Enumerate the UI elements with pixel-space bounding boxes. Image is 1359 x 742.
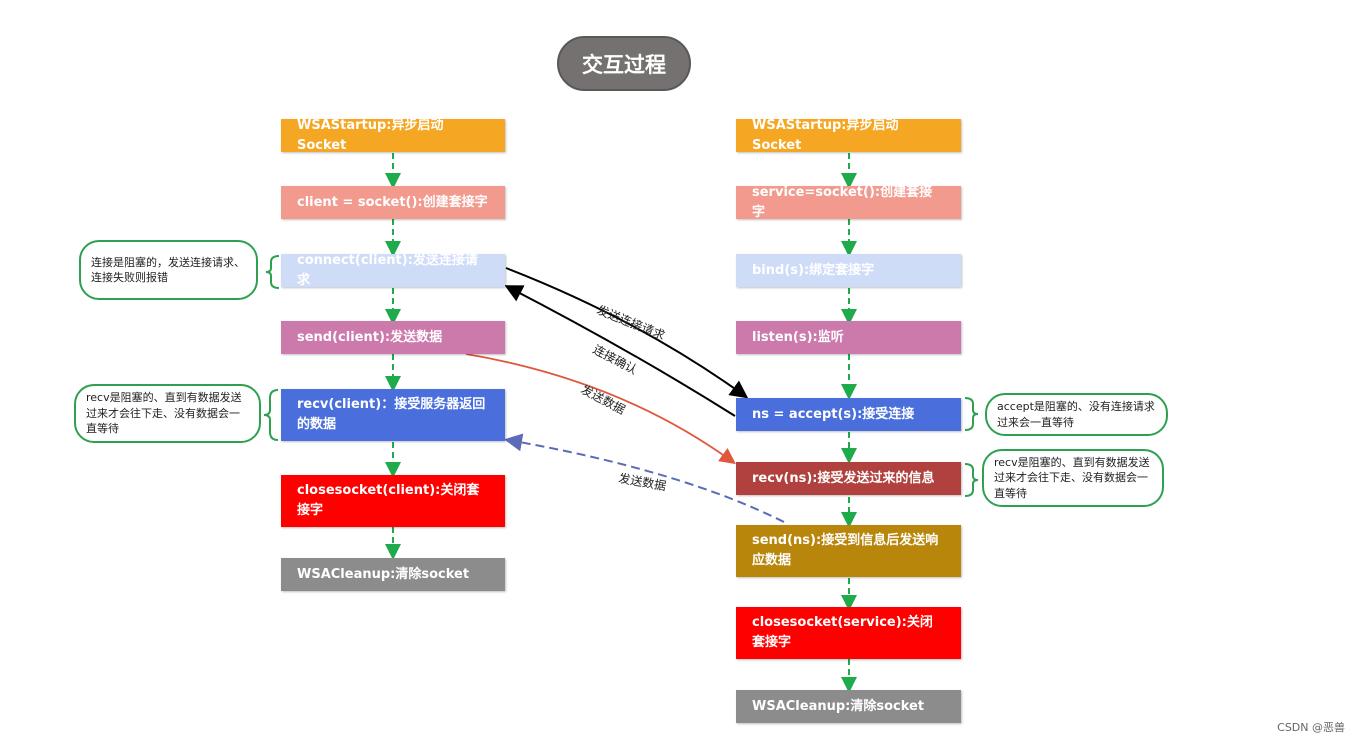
label-send-request: 发送连接请求	[595, 302, 667, 343]
server-recv-box: recv(ns):接受发送过来的信息	[736, 462, 961, 495]
note-brackets	[263, 255, 979, 497]
server-bind-box: bind(s):绑定套接字	[736, 254, 961, 287]
client-startup-box: WSAStartup:异步启动Socket	[281, 118, 505, 153]
note-recv-server-blocking: recv是阻塞的、直到有数据发送过来才会往下走、没有数据会一直等待	[982, 449, 1164, 507]
server-accept-box: ns = accept(s):接受连接	[736, 398, 961, 431]
client-connect-box: connect(client):发送连接请求	[281, 253, 505, 288]
send-data-arrow-1	[465, 353, 736, 465]
client-send-box: send(client):发送数据	[281, 321, 505, 354]
footer-watermark: CSDN @恶兽	[1277, 721, 1345, 734]
server-socket-box: service=socket():创建套接字	[736, 185, 961, 220]
note-recv-client-blocking: recv是阻塞的、直到有数据发送过来才会往下走、没有数据会一直等待	[74, 384, 261, 443]
note-connect-blocking: 连接是阻塞的，发送连接请求、连接失败则报错	[79, 240, 258, 300]
server-close-box: closesocket(service):关闭套接字	[736, 607, 961, 659]
diagram-title: 交互过程	[557, 36, 691, 91]
client-recv-box: recv(client)：接受服务器返回的数据	[281, 389, 505, 441]
label-confirm: 连接确认	[591, 341, 640, 377]
note-accept-blocking: accept是阻塞的、没有连接请求过来会一直等待	[985, 393, 1168, 436]
client-socket-box: client = socket():创建套接字	[281, 186, 505, 219]
server-startup-box: WSAStartup:异步启动Socket	[736, 118, 961, 153]
confirm-arrow	[504, 285, 736, 417]
client-close-box: closesocket(client):关闭套接字	[281, 475, 505, 527]
client-cleanup-box: WSACleanup:清除socket	[281, 558, 505, 591]
server-listen-box: listen(s):监听	[736, 321, 961, 354]
send-data-arrow-2	[504, 433, 785, 523]
server-cleanup-box: WSACleanup:清除socket	[736, 690, 961, 723]
send-request-arrow	[505, 267, 749, 399]
server-send-box: send(ns):接受到信息后发送响应数据	[736, 525, 961, 577]
